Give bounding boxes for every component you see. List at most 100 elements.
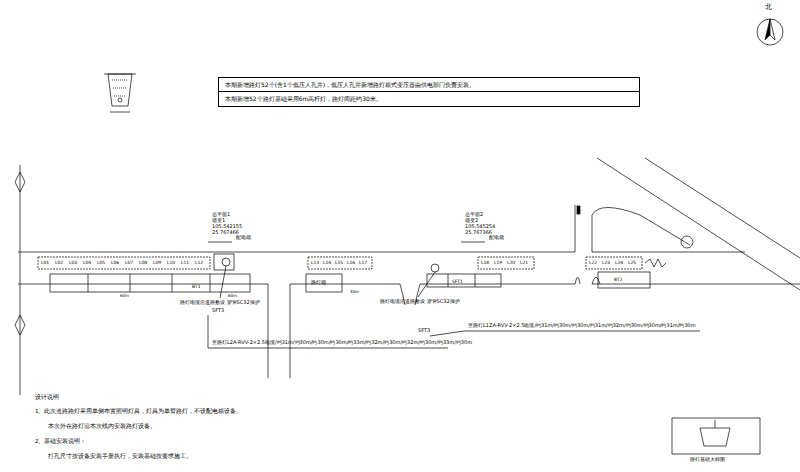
boundary-marker <box>15 172 25 192</box>
note-line: 打孔尺寸按设备安装手册执行，安装基础按要求施工。 <box>48 454 192 460</box>
dimension: 40m <box>350 290 359 294</box>
note-line: 本次外在路灯沿本次线内安装路灯设备。 <box>48 424 156 430</box>
pole-symbol <box>222 258 230 266</box>
north-label: 北 <box>765 4 772 11</box>
building-block <box>427 274 501 287</box>
north-arrow <box>765 19 770 40</box>
cable-spec: 至路灯L1ZA-RVV-2×2.5电缆/约31m/约30m/约30m/约31m/… <box>468 323 696 328</box>
lamp-number: L08 <box>139 261 147 266</box>
trench-hatch <box>112 80 128 96</box>
coordinate: 105.542155 <box>212 224 242 229</box>
detail-title: 路灯基础大样图 <box>690 458 725 463</box>
lamp-number: L19 <box>494 261 502 266</box>
light-strip <box>478 257 534 269</box>
north-circle <box>757 19 783 45</box>
transformer-box <box>214 254 234 270</box>
building-divider <box>448 274 475 287</box>
trench-section <box>108 74 132 106</box>
lamp-number: L20 <box>507 261 515 266</box>
lamp-number: L03 <box>69 261 77 266</box>
lamp-number: L16 <box>347 261 355 266</box>
diagonal-road <box>645 158 800 258</box>
point-name: 总平面1 <box>212 212 230 217</box>
detail-frame <box>672 418 760 454</box>
point-name: 箱变1 <box>212 218 225 223</box>
callout-number: SFT3 <box>212 308 224 313</box>
diagonal-road <box>592 208 690 246</box>
lamp-number: L02 <box>55 261 63 266</box>
lamp-number: L22 <box>589 261 597 266</box>
callout-text: 路灯电缆沿道路敷设 穿管SC32保护 <box>180 300 260 305</box>
box-label: BT1 <box>192 285 201 290</box>
line-end <box>645 259 666 267</box>
point-name: 总平面2 <box>465 212 483 217</box>
lamp-number: L01 <box>41 261 49 266</box>
callout-number: SFT3 <box>418 328 430 333</box>
building-block <box>598 272 650 288</box>
point-note: 配电箱 <box>236 236 251 241</box>
road-edge <box>18 252 800 284</box>
lamp-number: L04 <box>83 261 91 266</box>
side-road <box>268 284 290 378</box>
point-name: 箱变2 <box>465 218 478 223</box>
leader-line <box>220 266 226 298</box>
boundary-marker <box>15 315 25 335</box>
lamp-number: L10 <box>167 261 175 266</box>
box-label: SFT1 <box>452 280 463 285</box>
callout-text: 路灯电缆沿道路敷设 穿管SC32保护 <box>380 299 460 304</box>
lamp-number: L25 <box>628 261 636 266</box>
box-label: BT2 <box>614 278 623 283</box>
coordinate: 25.767366 <box>465 230 492 235</box>
box-label: 路灯箱 <box>311 281 326 286</box>
lamp-number: L23 <box>602 261 610 266</box>
note-line: 2、基础安装说明： <box>35 439 87 445</box>
lamp-number: L24 <box>615 261 623 266</box>
notes-heading: 设计说明 <box>35 394 59 400</box>
note-row: 本期新增路灯52个(含1个低压人孔井)，低压人孔井新增路灯箱式变压器由供电部门负… <box>218 77 640 92</box>
marker <box>577 206 580 214</box>
trench-lines <box>104 74 136 112</box>
lamp-number: L13 <box>311 261 319 266</box>
pole-stub <box>715 420 716 428</box>
lamp-number: L06 <box>111 261 119 266</box>
lamp-number: L17 <box>359 261 367 266</box>
light-strip <box>38 257 210 269</box>
point-note: 配电箱 <box>489 236 504 241</box>
lamp-number: L18 <box>481 261 489 266</box>
road-edge <box>700 252 745 253</box>
side-road <box>575 205 592 252</box>
lamp-number: L11 <box>181 261 189 266</box>
dimension: 60m <box>120 294 129 298</box>
pole-symbol <box>431 264 439 272</box>
diagonal-road <box>597 158 800 290</box>
lamp-number: L07 <box>125 261 133 266</box>
cable-spec: 至路灯L2A-RVV-2×2.5电缆/约31m/约30m/约30m/约30m/约… <box>212 340 472 345</box>
coordinate: 105.545254 <box>465 224 495 229</box>
dimension: 60m <box>228 294 237 298</box>
lamp-number: L14 <box>323 261 331 266</box>
north-arrow <box>770 19 775 40</box>
note-text: 本期新增52个路灯基础采用6m高杆灯，路灯间距约30米。 <box>225 95 633 102</box>
lamp-number: L15 <box>335 261 343 266</box>
light-strip <box>586 257 642 269</box>
parking-block <box>50 274 250 292</box>
cable-leader <box>430 331 700 336</box>
lamp-number: L05 <box>97 261 105 266</box>
foundation-detail <box>700 428 730 446</box>
leader-line <box>418 272 435 297</box>
lamp-number: L12 <box>195 261 203 266</box>
boundary-line <box>20 165 21 395</box>
lamp-number: L09 <box>153 261 161 266</box>
note-line: 1、此次道路路灯采用单侧布置照明灯具，灯具为单臂路灯，不设配电箱设备。 <box>35 409 243 415</box>
coordinate: 25.767466 <box>212 230 239 235</box>
box-block <box>306 274 342 292</box>
lamp-number: L21 <box>520 261 528 266</box>
parking-divider <box>88 274 210 292</box>
light-strip <box>308 257 372 269</box>
roundabout <box>681 236 693 248</box>
note-text: 本期新增路灯52个(含1个低压人孔井)，低压人孔井新增路灯箱式变压器由供电部门负… <box>225 81 633 88</box>
note-row: 本期新增52个路灯基础采用6m高杆灯，路灯间距约30米。 <box>218 91 640 106</box>
trench-pipe <box>118 98 122 102</box>
